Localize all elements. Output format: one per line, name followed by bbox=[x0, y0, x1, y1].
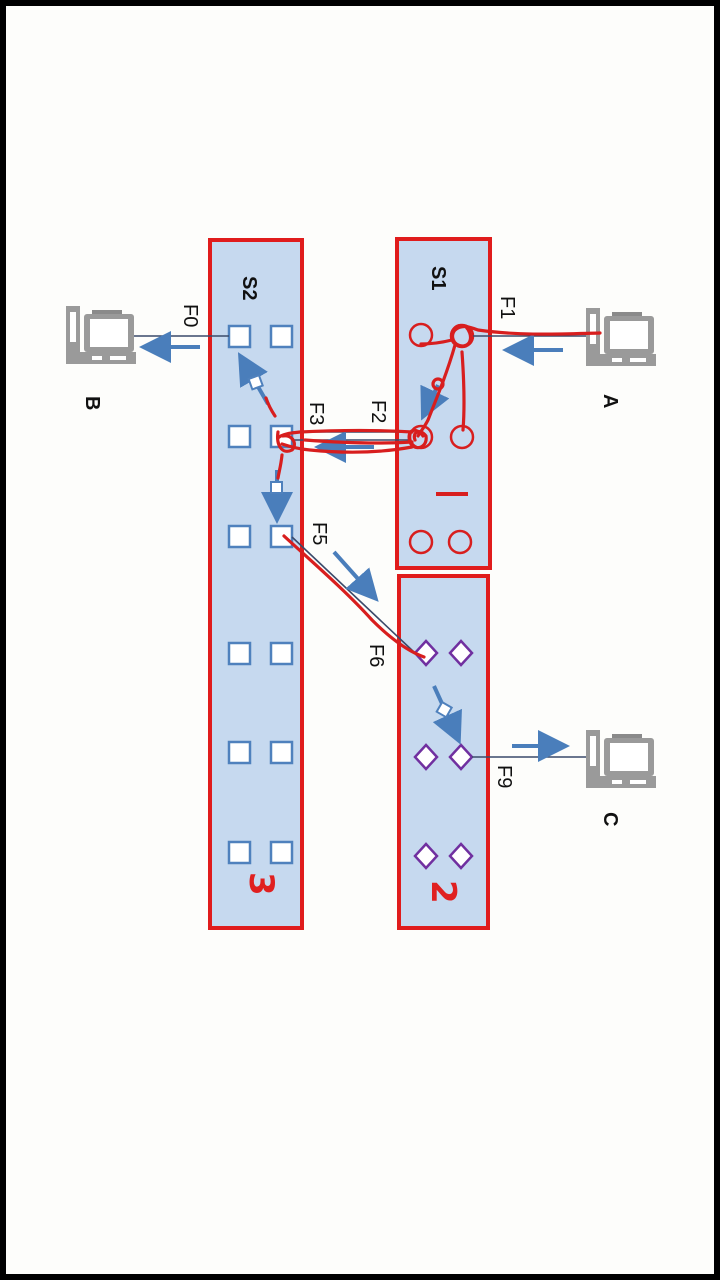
circle-port-icon bbox=[408, 529, 434, 555]
circle-port-icon bbox=[408, 322, 434, 348]
switch-s3-ports bbox=[413, 639, 474, 870]
diamond-port-icon bbox=[448, 743, 474, 771]
switch-s3-handwritten-number: 2 bbox=[423, 880, 463, 904]
diamond-port-icon bbox=[413, 743, 439, 771]
square-port-icon bbox=[227, 424, 252, 449]
switch-s3-body bbox=[397, 574, 490, 930]
links bbox=[125, 335, 600, 758]
square-port-icon bbox=[269, 524, 294, 549]
arrow-icon bbox=[332, 550, 379, 602]
diamond-port-icon bbox=[448, 842, 474, 870]
square-port-icon bbox=[227, 840, 252, 865]
annotation-stroke bbox=[303, 438, 414, 445]
switch-s3: 2 bbox=[397, 574, 490, 930]
square-port-icon bbox=[269, 740, 294, 765]
circle-port-icon bbox=[447, 529, 473, 555]
packet-icon bbox=[270, 481, 283, 494]
link-label-f0: F0 bbox=[179, 304, 201, 327]
square-port-icon bbox=[227, 740, 252, 765]
diamond-port-icon bbox=[413, 639, 439, 667]
computer-icon bbox=[586, 308, 656, 366]
link-label-f6: F6 bbox=[365, 644, 387, 667]
host-label-c: C bbox=[599, 812, 621, 826]
square-port-icon bbox=[269, 840, 294, 865]
switch-s1-label: S1 bbox=[427, 266, 449, 290]
packet-icon bbox=[247, 373, 264, 391]
diamond-port-icon bbox=[448, 639, 474, 667]
red-annotations bbox=[264, 323, 602, 659]
annotation-stroke bbox=[431, 377, 445, 391]
host-label-b: B bbox=[81, 396, 103, 410]
link-label-f9: F9 bbox=[493, 765, 515, 788]
link-label-f1: F1 bbox=[496, 296, 518, 319]
switch-s1: S1 bbox=[395, 237, 492, 570]
square-port-icon bbox=[227, 641, 252, 666]
computer-icon bbox=[586, 730, 656, 788]
diagram-canvas: S2 3 S1 bbox=[6, 6, 714, 1274]
annotation-stroke bbox=[419, 338, 454, 346]
annotation-stroke bbox=[280, 442, 414, 454]
link-label-f2: F2 bbox=[367, 400, 389, 423]
link-label-f3: F3 bbox=[305, 402, 327, 425]
square-port-icon bbox=[269, 641, 294, 666]
annotation-stroke bbox=[276, 430, 296, 453]
annotation-stroke bbox=[450, 323, 602, 348]
annotation-stroke bbox=[264, 396, 277, 418]
computer-icon bbox=[66, 306, 136, 364]
link-label-f5: F5 bbox=[308, 522, 330, 545]
annotation-stroke bbox=[276, 453, 284, 480]
square-port-icon bbox=[227, 524, 252, 549]
diamond-port-icon bbox=[413, 842, 439, 870]
annotation-stroke bbox=[282, 534, 426, 659]
switch-s2-label: S2 bbox=[238, 276, 260, 300]
annotation-stroke bbox=[460, 350, 466, 432]
network-diagram: S2 3 S1 bbox=[66, 237, 656, 930]
square-port-icon bbox=[227, 324, 252, 349]
square-port-icon bbox=[269, 324, 294, 349]
packet-icon bbox=[435, 700, 454, 719]
switch-s2: S2 3 bbox=[208, 238, 304, 930]
host-label-a: A bbox=[599, 394, 621, 408]
packets bbox=[247, 373, 454, 719]
switch-s2-handwritten-number: 3 bbox=[241, 872, 281, 896]
